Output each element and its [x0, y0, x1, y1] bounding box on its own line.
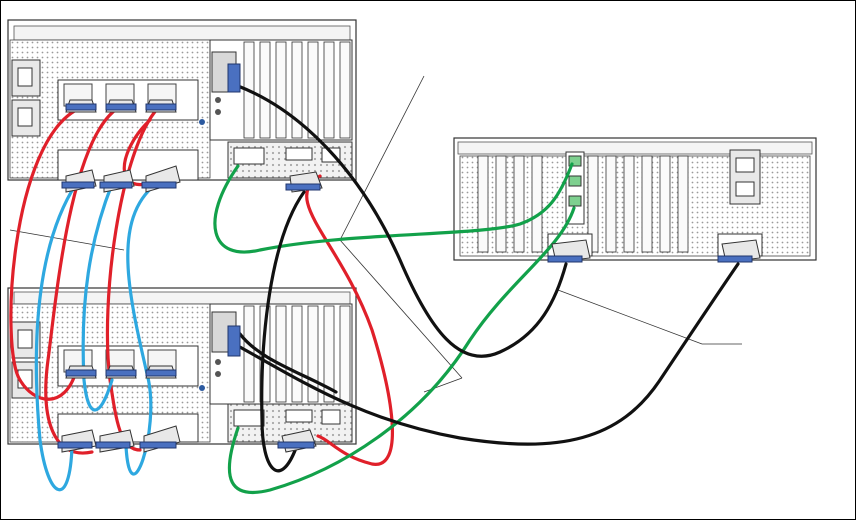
connector-icon	[106, 366, 136, 378]
connector-icon	[106, 100, 136, 112]
power-inlet-icon	[730, 150, 760, 204]
connector-icon	[228, 64, 240, 92]
server-top	[8, 20, 356, 180]
connector-icon	[66, 100, 96, 112]
expansion-unit	[454, 138, 816, 260]
connector-icon	[146, 366, 176, 378]
connector-icon	[66, 366, 96, 378]
connector-icon	[228, 326, 240, 356]
server-bottom	[8, 288, 356, 444]
connector-icon	[146, 100, 176, 112]
connector-icon	[548, 240, 590, 262]
connector-icon	[718, 240, 760, 262]
